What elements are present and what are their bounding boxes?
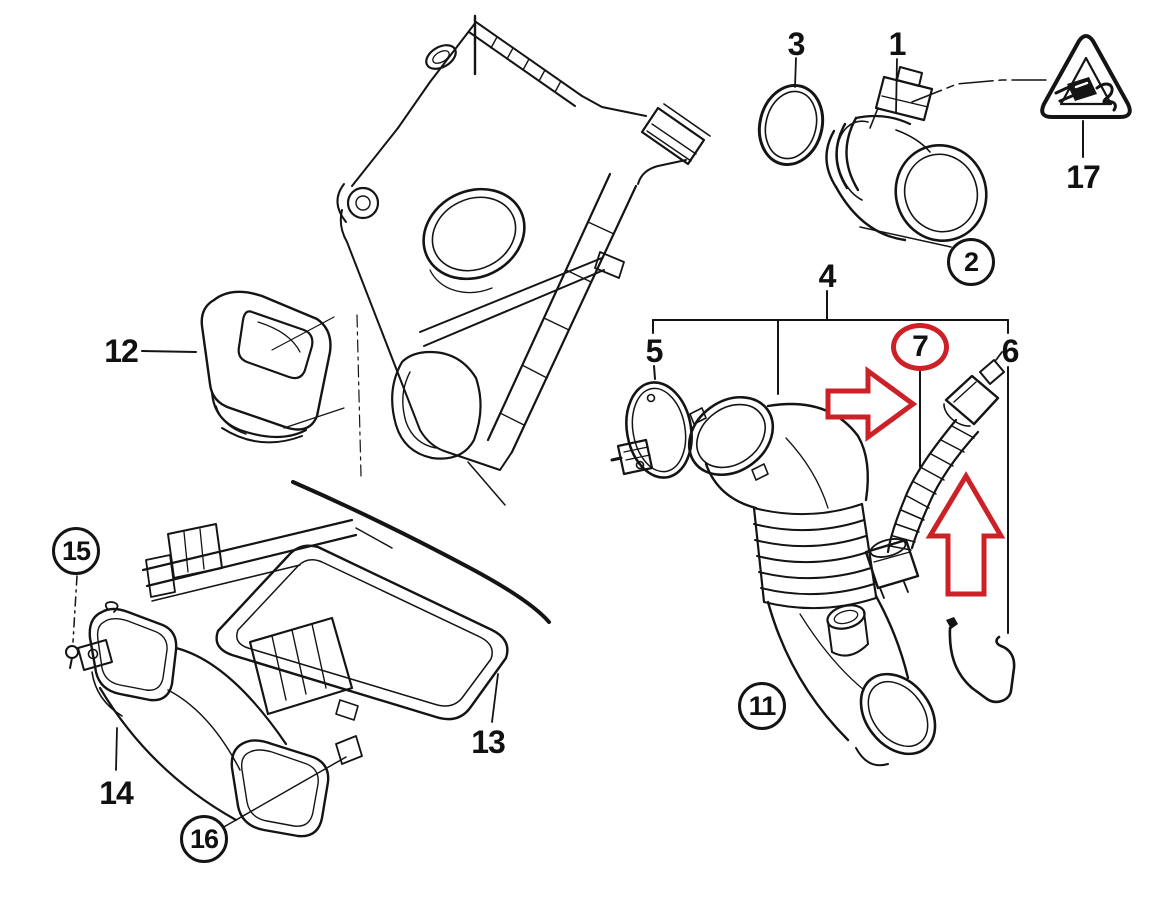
callout-17: 17	[1066, 159, 1101, 195]
callout-4: 4	[818, 258, 837, 294]
callout-1: 1	[888, 26, 907, 62]
intake-scoop-drawing	[200, 290, 362, 477]
air-filter-housing-lower-cover-drawing	[141, 480, 551, 721]
callout-2: 2	[947, 238, 995, 286]
corrugated-vent-hose-drawing	[864, 351, 1005, 599]
callout-13: 13	[471, 724, 506, 760]
mounting-bolt-drawing	[65, 575, 79, 669]
callout-7-red-circle: 7	[891, 323, 949, 371]
retaining-clip-drawing	[946, 617, 1016, 704]
callout-15: 15	[52, 527, 100, 575]
lower-intake-duct-drawing	[77, 601, 363, 838]
red-arrow-right	[825, 366, 918, 442]
electrical-plug-warning-icon	[1054, 77, 1117, 112]
air-filter-housing-upper-drawing	[336, 14, 711, 506]
hose-clamp-drawing	[610, 381, 693, 479]
callout-5: 5	[645, 333, 664, 369]
bracket-lines	[652, 290, 1009, 634]
callout-3: 3	[787, 26, 806, 62]
o-ring-drawing	[757, 83, 825, 167]
intake-elbow-drawing	[687, 395, 937, 767]
warning-triangle	[911, 34, 1132, 119]
callout-6: 6	[1001, 333, 1020, 369]
callout-11: 11	[738, 682, 786, 730]
callout-14: 14	[99, 775, 134, 811]
red-arrow-up	[925, 471, 1006, 597]
callout-12: 12	[104, 333, 139, 369]
callout-16: 16	[180, 815, 228, 863]
leader-lines	[115, 57, 1084, 829]
maf-sensor-drawing	[825, 66, 988, 243]
